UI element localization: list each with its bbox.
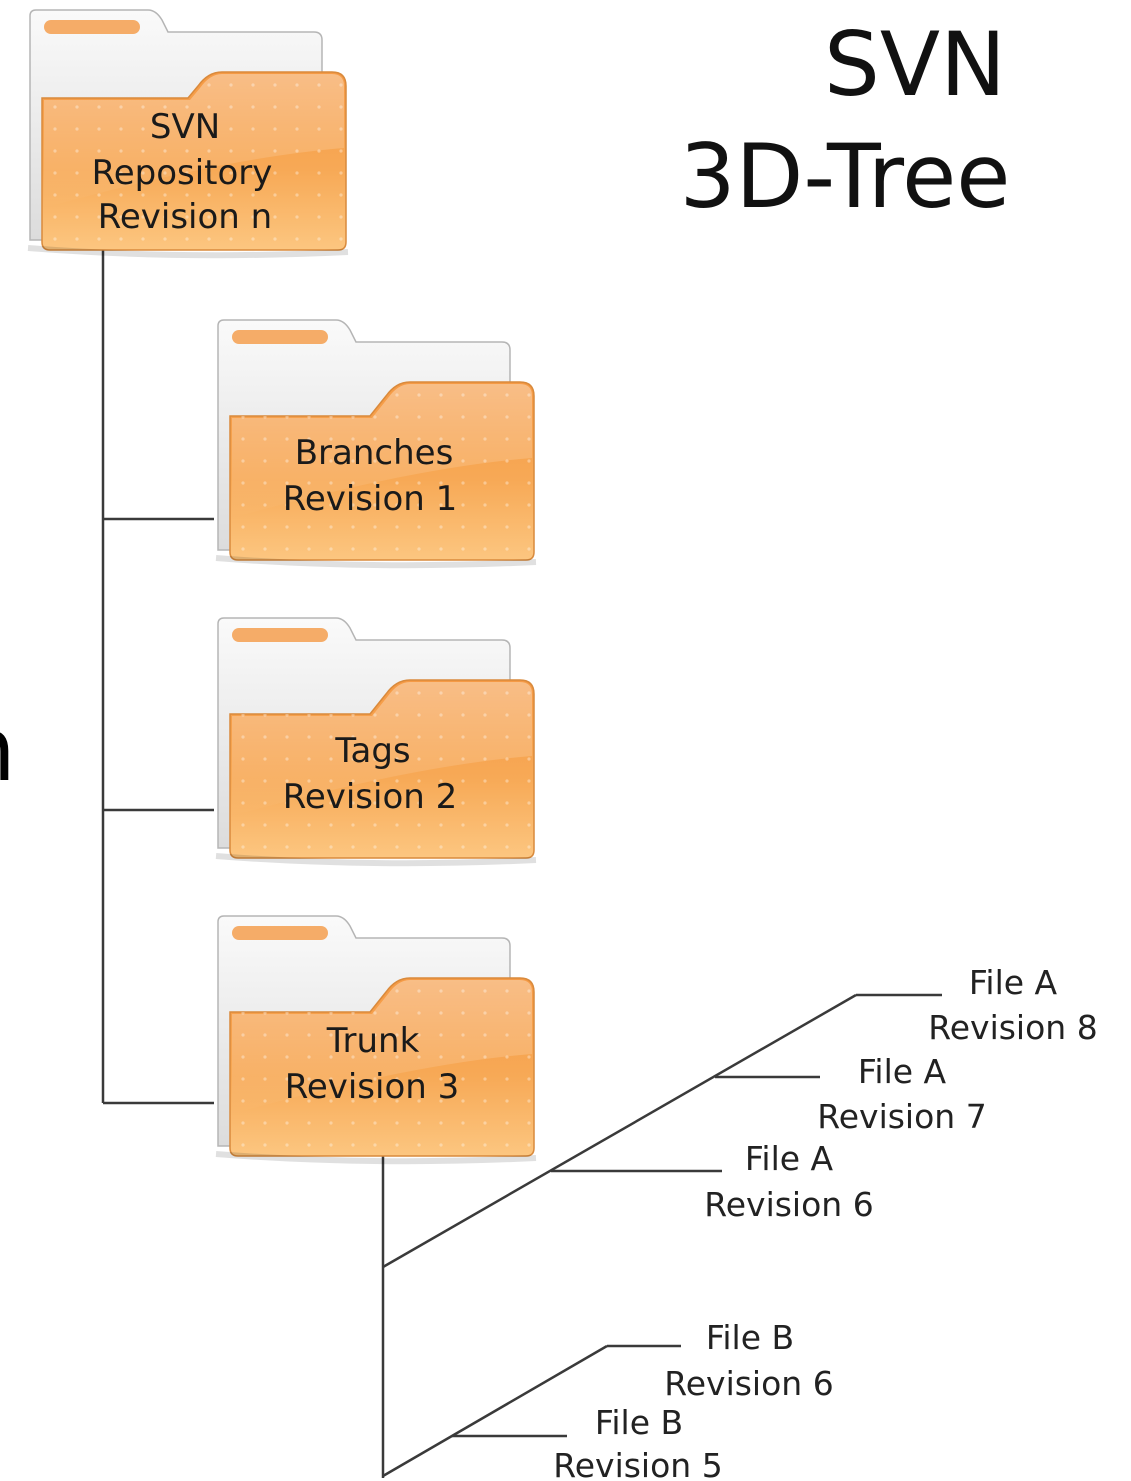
file-revision: Revision 5 <box>553 1446 722 1481</box>
folder-branches: Branches Revision 1 <box>215 319 537 569</box>
file-name: File A <box>745 1139 834 1178</box>
file-name: File B <box>706 1318 794 1357</box>
file-a-rev7-label: File A Revision 7 <box>817 1052 986 1136</box>
file-revision: Revision 7 <box>817 1097 986 1136</box>
file-revision: Revision 8 <box>928 1008 1097 1047</box>
file-name: File B <box>595 1403 683 1442</box>
folder-label-line-3: Revision n <box>98 197 272 237</box>
folder-label-line-2: Revision 1 <box>283 479 458 519</box>
file-b-rev6-label: File B Revision 6 <box>664 1318 833 1403</box>
folder-label-line-2: Revision 2 <box>283 777 458 817</box>
folder-icon <box>215 319 537 569</box>
folder-label-line-1: Tags <box>334 731 410 771</box>
clipped-glyph: n <box>0 698 16 801</box>
diagram-title-line-2: 3D-Tree <box>680 125 1011 228</box>
folder-tags: Tags Revision 2 <box>215 617 537 867</box>
connector-file-a-diagonal <box>382 993 857 1269</box>
diagram-title-line-1: SVN <box>824 13 1006 116</box>
folder-icon <box>27 9 349 259</box>
folder-repository: SVN Repository Revision n <box>27 9 349 259</box>
folder-icon <box>215 915 537 1165</box>
folder-icon <box>215 617 537 867</box>
file-name: File A <box>969 963 1058 1002</box>
connector-file-b-diagonal <box>382 1344 608 1478</box>
file-a-rev8-label: File A Revision 8 <box>928 963 1097 1047</box>
file-a-rev6-label: File A Revision 6 <box>704 1139 873 1224</box>
file-b-rev5-label: File B Revision 5 <box>553 1403 722 1481</box>
folder-label-line-1: Trunk <box>326 1021 420 1061</box>
tree-connectors <box>101 250 942 1478</box>
file-revision: Revision 6 <box>704 1185 873 1224</box>
file-name: File A <box>858 1052 947 1091</box>
folder-label-line-1: Branches <box>295 433 454 473</box>
file-revision: Revision 6 <box>664 1364 833 1403</box>
folder-trunk: Trunk Revision 3 <box>215 915 537 1165</box>
folder-label-line-1: SVN <box>150 107 220 147</box>
folder-label-line-2: Revision 3 <box>285 1067 460 1107</box>
folder-label-line-2: Repository <box>92 153 273 193</box>
